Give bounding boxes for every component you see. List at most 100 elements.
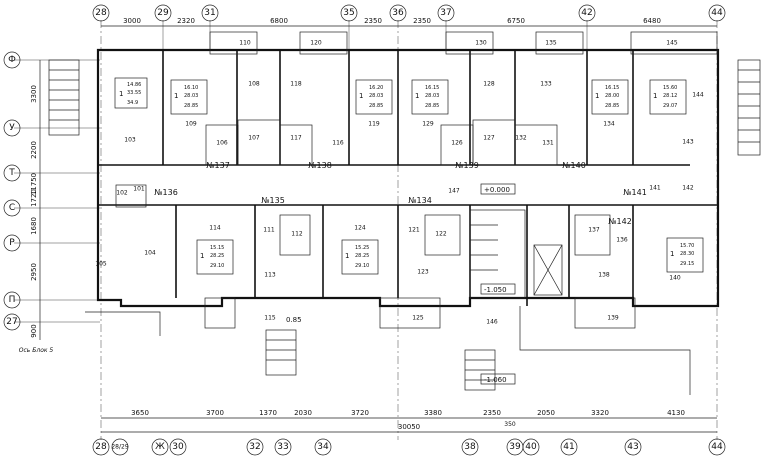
area-stamps: 1 14.86 33.55 34.9 1 16.10 28.03 28.85 1… (114, 77, 704, 275)
svg-text:16.15: 16.15 (425, 85, 439, 91)
dims-bottom: 3650 3700 1370 2030 3720 3380 2350 350 2… (131, 409, 685, 431)
apartment-number: №134 (408, 196, 432, 205)
axis-label: П (9, 295, 16, 305)
room-number: 111 (263, 227, 275, 234)
svg-text:16.15: 16.15 (605, 85, 619, 91)
dim-text: 1720 (30, 189, 38, 207)
room-number: 143 (682, 139, 694, 146)
dim-text: 1370 (259, 409, 277, 417)
svg-text:1: 1 (200, 252, 204, 260)
dim-text: 900 (30, 324, 38, 337)
axis-label: 33 (277, 442, 288, 452)
interior-walls (98, 50, 718, 306)
room-number: 129 (422, 121, 434, 128)
axis-label: У (9, 123, 15, 133)
svg-text:28.85: 28.85 (605, 103, 619, 109)
bathroom-blocks (115, 119, 611, 256)
room-number: 104 (144, 250, 156, 257)
axis-label: Ф (8, 55, 16, 65)
room-number: 107 (248, 135, 260, 142)
svg-text:28.30: 28.30 (680, 251, 694, 257)
axis-note: Ось Блок 5 (19, 347, 54, 354)
axis-label: 44 (711, 442, 723, 452)
axis-label: 42 (581, 8, 592, 18)
room-number: 103 (124, 137, 136, 144)
level-mark: 0.85 (286, 316, 302, 324)
apartment-number: №135 (261, 196, 285, 205)
svg-text:15.60: 15.60 (663, 85, 677, 91)
dim-text: 3320 (591, 409, 609, 417)
room-number: 105 (95, 261, 107, 268)
axis-label: 31 (204, 8, 215, 18)
dim-text: 2350 (483, 409, 501, 417)
svg-text:28.25: 28.25 (355, 253, 369, 259)
svg-text:28.03: 28.03 (425, 93, 439, 99)
axis-label: 28 (95, 8, 107, 18)
dim-text: 3650 (131, 409, 149, 417)
svg-text:16.20: 16.20 (369, 85, 383, 91)
room-number: 133 (540, 81, 552, 88)
dim-text: 2030 (294, 409, 312, 417)
room-number: 137 (588, 227, 600, 234)
svg-text:14.86: 14.86 (127, 82, 141, 88)
axis-label: 28 (95, 442, 107, 452)
room-number: 123 (417, 269, 429, 276)
svg-text:28.12: 28.12 (663, 93, 677, 99)
svg-text:34.9: 34.9 (127, 100, 138, 106)
room-number: 139 (607, 315, 619, 322)
axis-label: 34 (317, 442, 329, 452)
svg-text:28.85: 28.85 (369, 103, 383, 109)
axis-label: С (9, 203, 15, 213)
dim-text: 6800 (270, 17, 288, 25)
apartment-number: №141 (623, 188, 647, 197)
room-number: 113 (264, 272, 276, 279)
dimension-lines (39, 25, 717, 433)
svg-text:29.15: 29.15 (680, 261, 694, 267)
axis-label: 27 (6, 317, 17, 327)
dim-text: 3700 (206, 409, 224, 417)
room-number: 141 (649, 185, 661, 192)
axis-label: 30 (172, 442, 184, 452)
axis-label: 41 (563, 442, 574, 452)
svg-text:16.10: 16.10 (184, 85, 198, 91)
svg-text:29.07: 29.07 (663, 103, 677, 109)
apartment-number: №140 (562, 161, 586, 170)
apartment-number: №138 (308, 161, 332, 170)
dim-text: 6750 (507, 17, 525, 25)
room-number: 122 (435, 231, 447, 238)
room-number: 142 (682, 185, 694, 192)
apartment-number: №137 (206, 161, 230, 170)
svg-text:29.10: 29.10 (355, 263, 369, 269)
stairs (48, 59, 761, 395)
room-number: 121 (408, 227, 420, 234)
room-number: 116 (332, 140, 344, 147)
axis-label: 28/29 (111, 444, 128, 451)
room-number: 118 (290, 81, 302, 88)
svg-text:28.25: 28.25 (210, 253, 224, 259)
dim-text: 11750 (30, 173, 38, 195)
room-number: 147 (448, 188, 460, 195)
room-number: 120 (310, 40, 322, 47)
room-number: 106 (216, 140, 228, 147)
dim-text: 4130 (667, 409, 685, 417)
level-mark: -1.050 (484, 286, 507, 294)
room-number: 140 (669, 275, 681, 282)
axis-label: 29 (157, 8, 169, 18)
svg-text:28.03: 28.03 (184, 93, 198, 99)
room-numbers: 101 102 103 104 105 106 107 108 109 110 … (95, 40, 704, 326)
svg-text:15.25: 15.25 (355, 245, 369, 251)
room-number: 124 (354, 225, 366, 232)
svg-text:28.85: 28.85 (425, 103, 439, 109)
axis-label: 39 (509, 442, 521, 452)
apartment-number: №139 (455, 161, 479, 170)
svg-text:28.85: 28.85 (184, 103, 198, 109)
room-number: 146 (486, 319, 498, 326)
dim-text: 1680 (30, 217, 38, 235)
dim-text: 2350 (364, 17, 382, 25)
axis-label: 44 (711, 8, 723, 18)
axis-markers-top: 28 29 31 35 36 37 42 44 (92, 4, 726, 22)
room-number: 125 (412, 315, 424, 322)
svg-text:1: 1 (359, 92, 363, 100)
apartment-numbers: №137 №138 №139 №140 №141 №136 №135 №134 … (154, 161, 647, 226)
